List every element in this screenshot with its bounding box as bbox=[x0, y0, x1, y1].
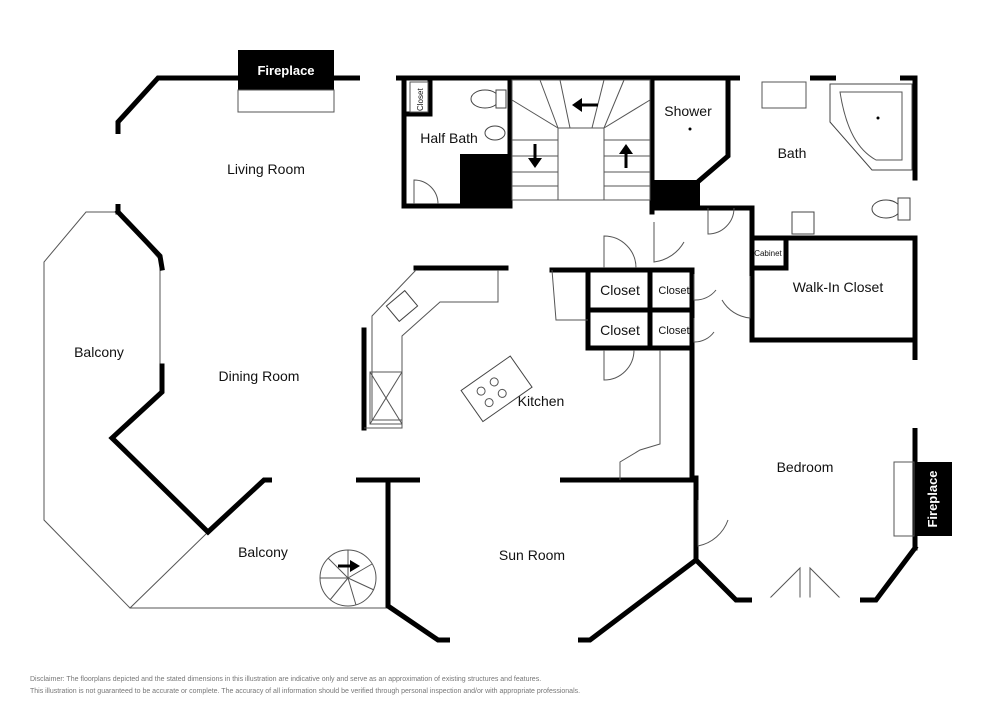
half-bath-closet-label: Closet bbox=[416, 88, 425, 111]
kitchen-label: Kitchen bbox=[518, 393, 565, 409]
dining-room-label: Dining Room bbox=[219, 368, 300, 384]
west-balcony-outline bbox=[43, 211, 209, 609]
kitchen-nook bbox=[619, 350, 661, 480]
bath-sink bbox=[791, 211, 815, 235]
cabinet-label: Cabinet bbox=[754, 249, 782, 258]
half-bath-closet-box bbox=[409, 81, 429, 113]
closet-door-swing-2 bbox=[693, 274, 717, 301]
half-bath-toilet bbox=[470, 89, 500, 109]
fireplace-top-box bbox=[238, 50, 334, 90]
kitchen-pantry bbox=[551, 269, 588, 321]
balcony-south-label: Balcony bbox=[238, 544, 288, 560]
kitchen-fridge bbox=[369, 371, 403, 425]
sunroom-door-2 bbox=[809, 566, 841, 599]
bath-toilet bbox=[871, 199, 901, 219]
closet-door-swing-1 bbox=[603, 235, 637, 269]
bath-tub-inner bbox=[839, 91, 903, 161]
hall-door-swing bbox=[653, 222, 685, 263]
stair-arrow-down-icon bbox=[528, 144, 542, 168]
closet-4-label: Closet bbox=[658, 325, 689, 337]
bath-door-swing bbox=[707, 207, 735, 235]
fireplace-top-label: Fireplace bbox=[257, 63, 314, 78]
balcony-west-label: Balcony bbox=[74, 344, 124, 360]
half-bath-label: Half Bath bbox=[420, 130, 478, 146]
walk-in-closet-label: Walk-In Closet bbox=[793, 279, 884, 295]
kitchen-fridge-diag-2 bbox=[369, 371, 403, 425]
kitchen-island bbox=[460, 355, 533, 423]
bath-toilet-tank bbox=[897, 197, 911, 221]
bath-tub bbox=[829, 83, 913, 171]
fireplace-right-hearth bbox=[893, 461, 915, 537]
shower-drain bbox=[688, 127, 692, 131]
bath-tub-drain bbox=[876, 116, 880, 120]
bath-label: Bath bbox=[778, 145, 807, 161]
closet-2-label: Closet bbox=[658, 285, 689, 297]
disclaimer-line-1: Disclaimer: The floorplans depicted and … bbox=[30, 676, 542, 683]
sun-room-label: Sun Room bbox=[499, 547, 565, 563]
disclaimer-line-2: This illustration is not guaranteed to b… bbox=[30, 688, 581, 695]
kitchen-counter-inner bbox=[371, 269, 417, 421]
fireplace-right-box bbox=[914, 462, 952, 536]
living-room-label: Living Room bbox=[227, 161, 305, 177]
shower-storage bbox=[654, 180, 700, 208]
stair-arrow-left-icon bbox=[572, 98, 598, 112]
staircase bbox=[511, 79, 651, 201]
bedroom-label: Bedroom bbox=[777, 459, 834, 475]
closet-3-label: Closet bbox=[600, 322, 640, 338]
bath-vanity bbox=[761, 81, 807, 109]
spiral-stair-icon bbox=[319, 549, 377, 607]
half-bath-door-swing bbox=[413, 179, 439, 205]
stair-arrow-up-icon bbox=[619, 144, 633, 168]
closet-door-swing-3 bbox=[693, 318, 715, 343]
closet-door-swing-4 bbox=[603, 349, 635, 381]
closet-1-label: Closet bbox=[600, 282, 640, 298]
kitchen-sink bbox=[385, 289, 419, 323]
walk-in-door-swing bbox=[721, 276, 751, 319]
shower-label: Shower bbox=[664, 103, 712, 119]
bedroom-door-swing bbox=[697, 500, 729, 547]
fireplace-right-label: Fireplace bbox=[925, 470, 940, 527]
half-bath-sink bbox=[484, 125, 506, 141]
sunroom-door-1 bbox=[769, 566, 801, 599]
fireplace-top-hearth bbox=[237, 89, 335, 113]
half-bath-storage bbox=[460, 154, 508, 206]
half-bath-toilet-tank bbox=[495, 89, 507, 109]
